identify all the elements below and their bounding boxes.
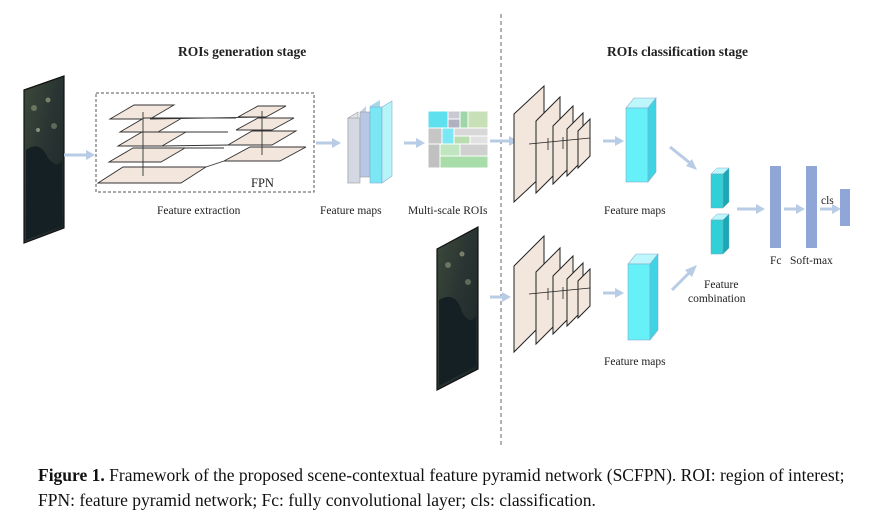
generation-stage-title: ROIs generation stage: [178, 44, 307, 59]
arrow-fpn-to-feature-maps: [316, 138, 341, 148]
softmax-layer-bar: [806, 166, 817, 248]
feature-extraction-label: Feature extraction: [157, 205, 241, 217]
fc-layer-bar: [770, 166, 781, 248]
caption-text: Framework of the proposed scene-contextu…: [38, 465, 845, 510]
arrow-bottom-to-combination: [670, 265, 697, 292]
feature-combination-label-line1: Feature: [704, 279, 739, 291]
arrow-to-top-feature-map: [603, 136, 624, 146]
multi-scale-rois-mosaic: [427, 110, 489, 169]
fpn-left-pyramid: [96, 104, 208, 184]
classification-stage-title: ROIs classification stage: [607, 44, 748, 59]
arrow-to-bottom-feature-map: [603, 288, 624, 298]
figure-caption: Figure 1. Framework of the proposed scen…: [38, 463, 848, 513]
cnn-stack-top: [513, 84, 591, 204]
feature-combination-label-line2: combination: [688, 293, 746, 305]
feature-maps-stack-1: [347, 100, 393, 184]
caption-label: Figure 1.: [38, 465, 105, 485]
arrow-softmax-to-cls: [820, 204, 841, 214]
fpn-connections: [142, 111, 267, 176]
framework-diagram: [23, 14, 850, 445]
arrow-to-multiscale-rois: [404, 138, 425, 148]
arrow-to-bottom-cnn: [490, 292, 511, 302]
fpn-box: [95, 92, 315, 193]
fpn-label: FPN: [251, 176, 274, 190]
softmax-label: Soft-max: [790, 255, 833, 267]
arrow-fc-to-softmax: [784, 204, 805, 214]
cnn-stack-bottom: [513, 234, 591, 354]
feature-maps-label-1: Feature maps: [320, 205, 382, 217]
feature-map-cuboid-top: [625, 97, 657, 183]
fc-label: Fc: [770, 255, 782, 267]
multi-scale-rois-label: Multi-scale ROIs: [408, 205, 488, 217]
arrow-combination-to-fc: [737, 204, 765, 214]
arrow-input-to-fpn: [64, 150, 95, 160]
input-satellite-image: [23, 75, 65, 244]
feature-map-cuboid-bottom: [627, 253, 659, 341]
cls-label: cls: [821, 195, 834, 207]
feature-combination-blocks: [710, 167, 730, 255]
arrow-top-to-combination: [669, 145, 697, 170]
feature-maps-label-3: Feature maps: [604, 356, 666, 368]
fpn-right-pyramid: [223, 105, 307, 162]
feature-maps-label-2: Feature maps: [604, 205, 666, 217]
second-satellite-image: [436, 225, 479, 391]
cls-output-bar: [840, 189, 850, 226]
